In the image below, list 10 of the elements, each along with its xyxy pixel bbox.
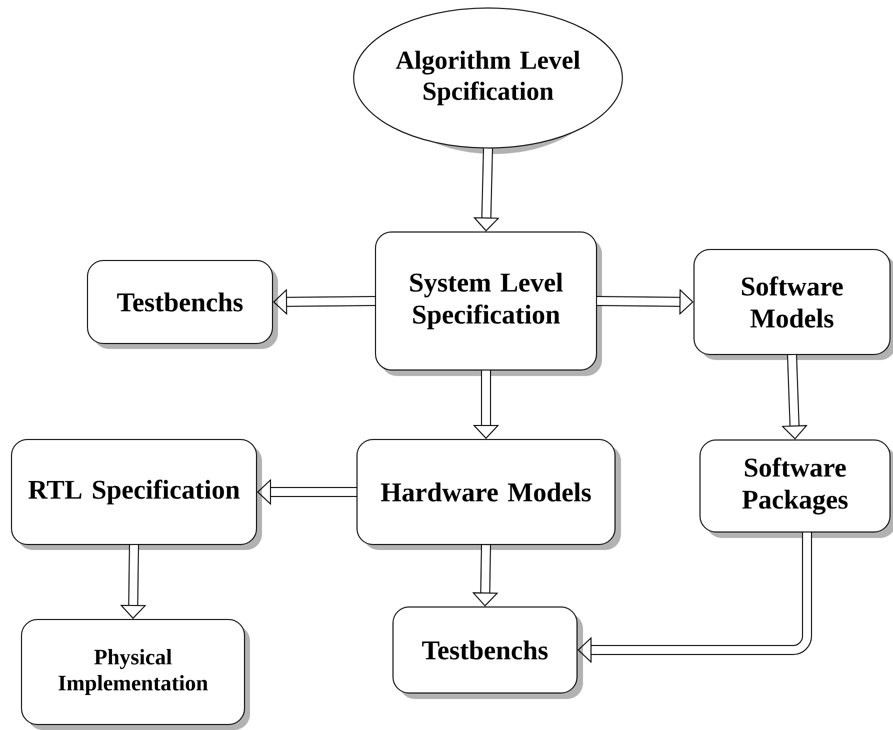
process-box: Software Models — [694, 249, 893, 360]
process-box: RTL Specification — [11, 439, 262, 550]
process-box: System Level Specification — [375, 232, 602, 376]
process-box: Testbenchs — [87, 260, 278, 349]
arrow — [578, 532, 812, 664]
process-box: Testbenchs — [392, 606, 583, 699]
ellipse-node: Algorithm Level Spcification — [353, 8, 623, 154]
process-box: Physical Implementation — [21, 619, 250, 730]
process-box: Hardware Models — [356, 439, 621, 550]
process-box: Software Packages — [700, 440, 893, 538]
